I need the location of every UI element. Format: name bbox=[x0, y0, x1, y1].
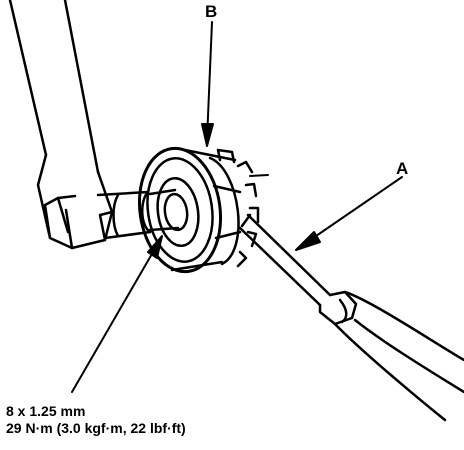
bolt-size: 8 x 1.25 mm bbox=[6, 403, 86, 419]
screwdriver-a bbox=[238, 213, 464, 422]
arrowhead-b bbox=[201, 123, 214, 147]
leader-b bbox=[206, 21, 213, 141]
leader-bolt bbox=[71, 239, 161, 393]
tick-mark bbox=[249, 174, 269, 177]
arrowhead-a bbox=[295, 231, 321, 251]
bolt-spec-label: 8 x 1.25 mm 29 N·m (3.0 kgf·m, 22 lbf·ft… bbox=[6, 403, 186, 437]
wrench-handle bbox=[8, 0, 114, 250]
callout-b: B bbox=[205, 2, 218, 21]
torque-value: 29 N·m (3.0 kgf·m, 22 lbf·ft) bbox=[6, 420, 186, 436]
callout-a: A bbox=[396, 159, 409, 178]
leader-lines bbox=[71, 21, 403, 393]
arrowhead-bolt bbox=[147, 235, 163, 259]
pulley-b bbox=[137, 146, 260, 274]
